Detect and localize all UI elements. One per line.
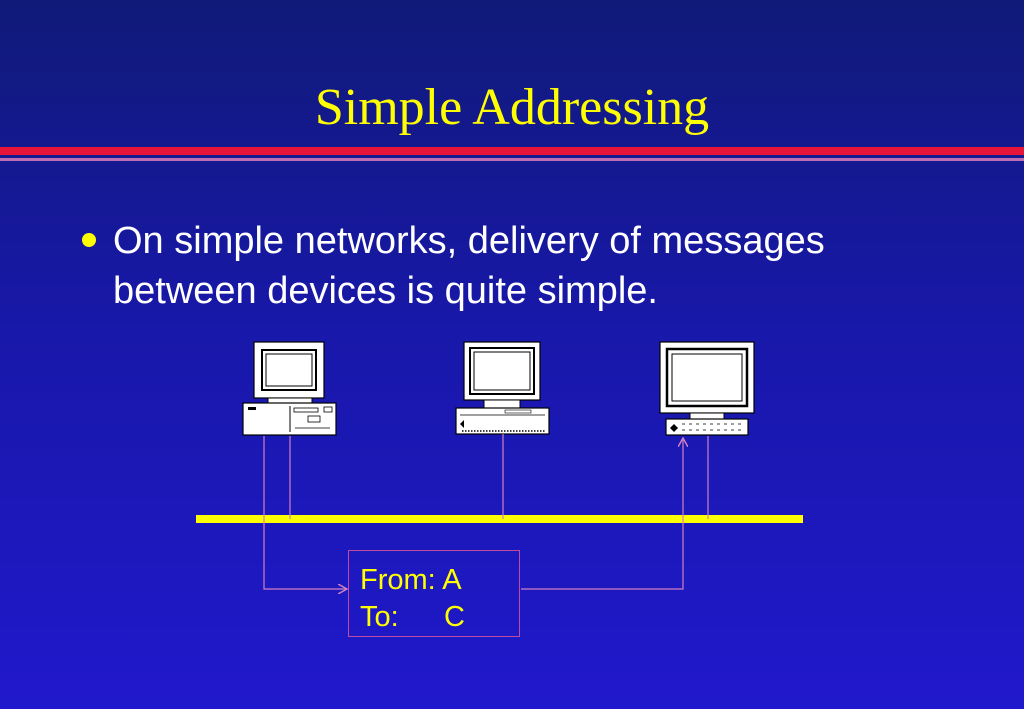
computer-c-icon [659,341,755,436]
message-path-from-a-arrow [263,436,346,589]
message-to-value: C [444,601,465,633]
network-bus-line [196,515,803,523]
message-path-to-c-arrow [521,439,683,590]
title-underline-red [0,147,1024,155]
message-from-value: A [442,564,462,596]
message-to-line: To: C [360,600,465,634]
computer-a-icon [242,341,337,436]
message-to-label: To: [360,601,399,633]
message-from-line: From: A [360,563,462,597]
bullet-icon [82,233,96,247]
bullet-text: On simple networks, delivery of messages… [113,220,825,312]
computer-b-icon [455,341,550,435]
message-packet-box [348,550,520,637]
title-underline-thin [0,158,1024,161]
slide-title: Simple Addressing [314,79,710,136]
message-from-label: From: [360,564,436,596]
